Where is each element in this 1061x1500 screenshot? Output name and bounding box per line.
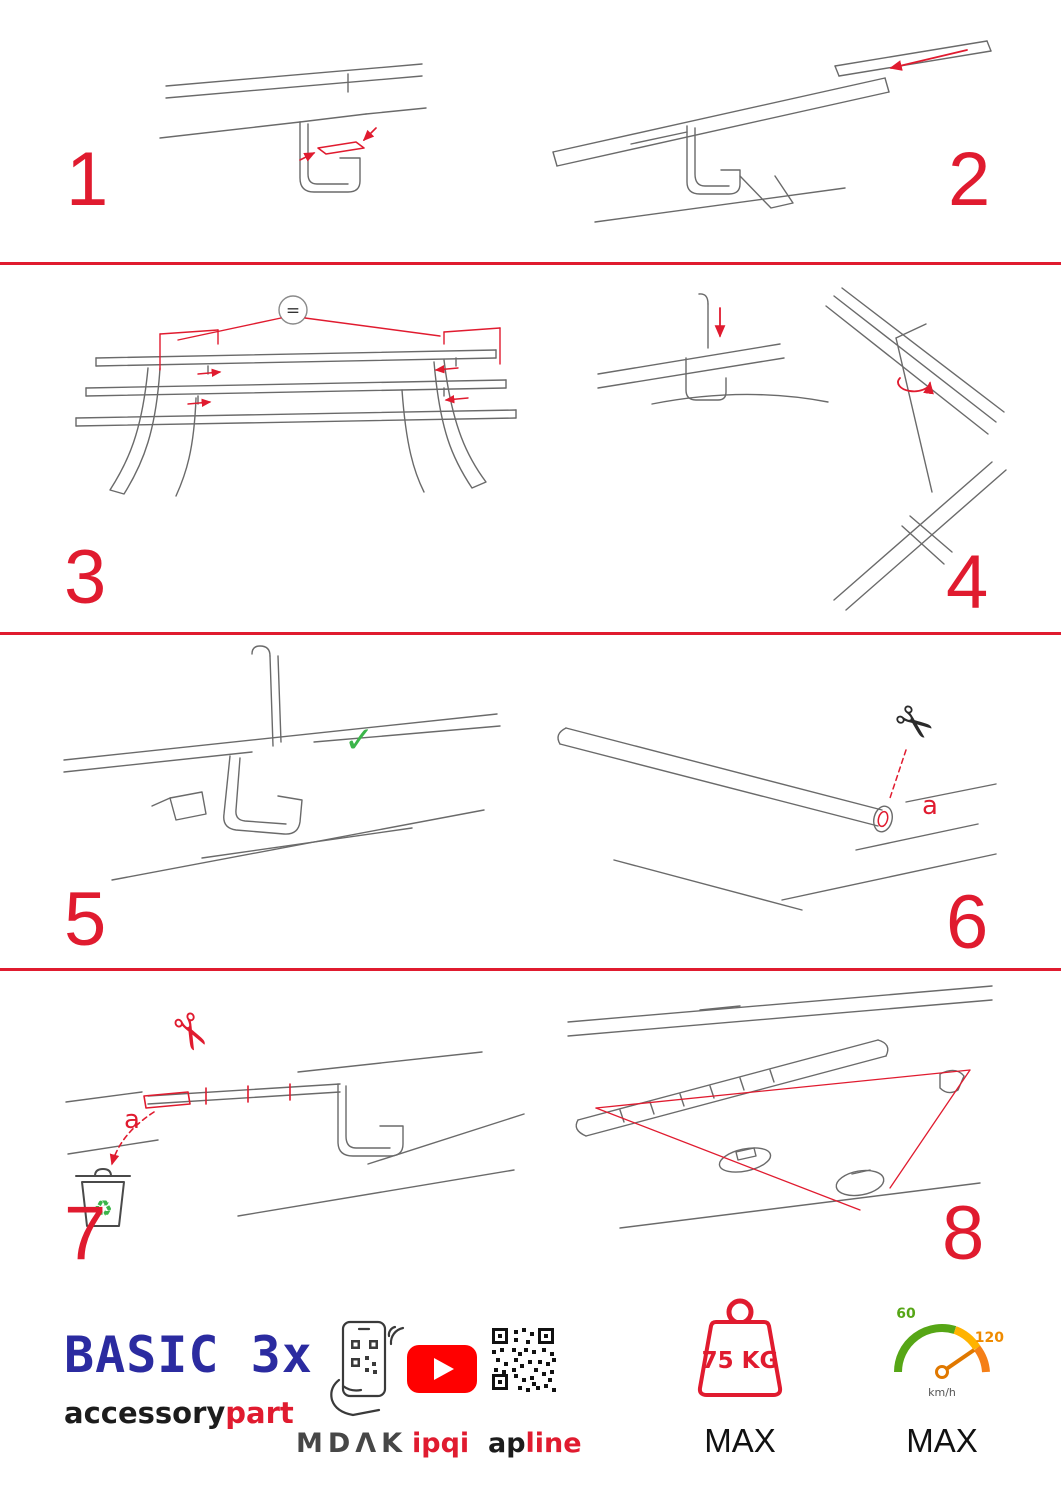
brand-black: accessory	[64, 1396, 226, 1430]
step-4-illustration	[597, 287, 1007, 611]
alignment-guides	[595, 1069, 971, 1211]
equal-spacing-label: =	[286, 301, 300, 321]
step-5-illustration: ✓	[63, 645, 501, 881]
red-divider	[0, 968, 1061, 971]
step-3-illustration: =	[75, 295, 517, 497]
scissors-icon: ✂	[156, 1002, 224, 1064]
max-weight-value: 75 KG	[702, 1348, 779, 1374]
slide-arrow	[889, 49, 968, 71]
brand-wordmark: accessorypart	[64, 1396, 294, 1430]
cut-marks	[109, 1083, 291, 1166]
max-weight-label: MAX	[704, 1422, 776, 1459]
scissors-icon: ✂	[882, 690, 946, 756]
check-icon: ✓	[344, 720, 374, 761]
qr-code-icon	[492, 1328, 556, 1392]
step-5-number: 5	[64, 877, 107, 962]
step-3-number: 3	[64, 535, 107, 620]
step-6-number: 6	[946, 880, 989, 965]
qr-brand-label: apline	[488, 1430, 582, 1457]
phone-brand-label: MDΛK	[296, 1428, 408, 1459]
product-name: BASIC 3x	[64, 1326, 313, 1384]
speedometer-icon: 60 120 km/h	[894, 1306, 1004, 1399]
speed-unit-label: km/h	[928, 1386, 956, 1399]
youtube-icon	[407, 1345, 477, 1393]
cut-label-a: a	[124, 1105, 140, 1135]
red-divider	[0, 262, 1061, 265]
max-speed-label: MAX	[906, 1422, 978, 1459]
rubber-pad-highlight	[299, 127, 377, 162]
cut-label-a: a	[922, 791, 938, 821]
step-1-number: 1	[66, 137, 109, 222]
max-weight-icon: 75 KG	[697, 1298, 783, 1397]
step-6-illustration: ✂ a	[557, 690, 997, 911]
step-2-illustration	[552, 40, 992, 223]
cut-line	[877, 749, 907, 828]
red-divider	[0, 632, 1061, 635]
youtube-channel-label: ipqi	[412, 1428, 470, 1459]
step-8-number: 8	[942, 1191, 985, 1276]
speed-low-label: 60	[896, 1306, 916, 1322]
tighten-arrows	[714, 307, 934, 395]
equal-spacing-guides	[159, 317, 501, 407]
brand-red: part	[225, 1396, 294, 1430]
allen-key-icon	[895, 323, 933, 493]
phone-scan-icon	[330, 1320, 405, 1417]
speed-high-label: 120	[975, 1330, 1004, 1346]
qr-label-black: ap	[488, 1428, 526, 1459]
step-7-number: 7	[64, 1191, 107, 1276]
step-8-illustration	[567, 985, 993, 1229]
trash-bin-icon	[75, 1168, 131, 1227]
step-7-illustration: ✂ a ♻	[65, 1002, 525, 1227]
qr-label-red: line	[525, 1428, 582, 1459]
step-4-number: 4	[946, 540, 989, 625]
step-1-illustration	[159, 63, 427, 193]
recycle-icon: ♻	[93, 1197, 113, 1222]
step-2-number: 2	[948, 137, 991, 222]
